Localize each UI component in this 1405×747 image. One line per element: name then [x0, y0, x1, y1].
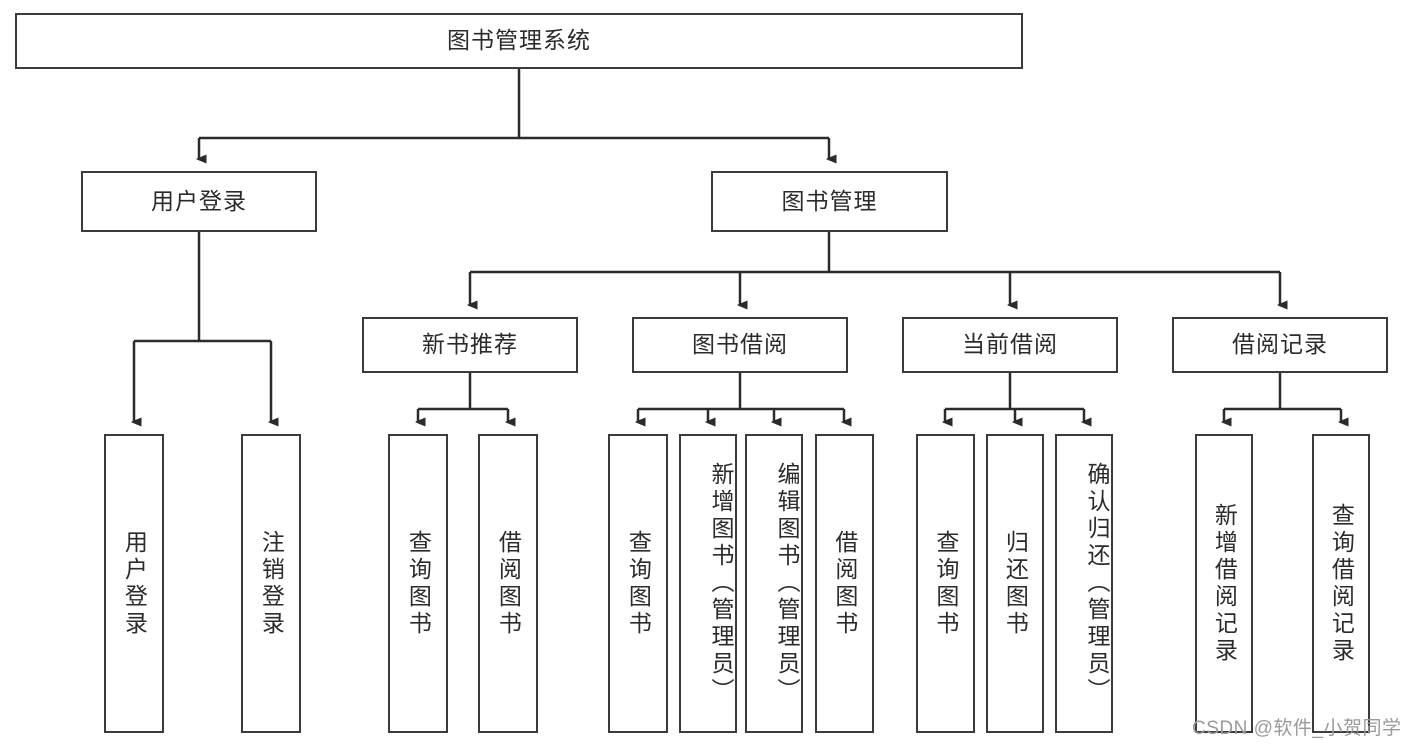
- leaf-node-query-book-current[interactable]: 查询图书: [916, 434, 975, 733]
- leaf-node-query-book-borrow[interactable]: 查询图书: [608, 434, 668, 733]
- leaf-node-add-borrow-record[interactable]: 新增借阅记录: [1195, 434, 1253, 733]
- leaf-node-borrow-book[interactable]: 借阅图书: [815, 434, 874, 733]
- node-root[interactable]: 图书管理系统: [15, 13, 1023, 69]
- node-new-book-recommend-label: 新书推荐: [422, 331, 518, 358]
- node-current-borrow-label: 当前借阅: [962, 331, 1058, 358]
- leaf-node-borrow-book-recommend[interactable]: 借阅图书: [478, 434, 538, 733]
- leaf-node-query-borrow-record[interactable]: 查询借阅记录: [1312, 434, 1370, 733]
- node-book-borrow[interactable]: 图书借阅: [632, 317, 848, 373]
- watermark: CSDN @软件_小贺同学: [1192, 718, 1402, 739]
- node-borrow-record[interactable]: 借阅记录: [1172, 317, 1388, 373]
- leaf-node-add-book-admin[interactable]: 新增图书（管理员）: [679, 434, 737, 733]
- node-user-login-label: 用户登录: [151, 187, 247, 214]
- node-current-borrow[interactable]: 当前借阅: [902, 317, 1118, 373]
- node-book-borrow-label: 图书借阅: [692, 331, 788, 358]
- node-root-label: 图书管理系统: [447, 27, 591, 54]
- leaf-node-edit-book-admin[interactable]: 编辑图书（管理员）: [745, 434, 803, 733]
- leaf-node-return-book[interactable]: 归还图书: [986, 434, 1044, 733]
- node-user-login[interactable]: 用户登录: [81, 171, 317, 232]
- leaf-node-logout[interactable]: 注销登录: [241, 434, 301, 733]
- node-borrow-record-label: 借阅记录: [1232, 331, 1328, 358]
- leaf-node-user-login[interactable]: 用户登录: [104, 434, 164, 733]
- node-book-management-label: 图书管理: [781, 187, 878, 214]
- leaf-node-query-book-recommend[interactable]: 查询图书: [388, 434, 448, 733]
- node-book-management[interactable]: 图书管理: [711, 171, 948, 232]
- node-new-book-recommend[interactable]: 新书推荐: [362, 317, 578, 373]
- leaf-node-confirm-return-admin[interactable]: 确认归还（管理员）: [1055, 434, 1113, 733]
